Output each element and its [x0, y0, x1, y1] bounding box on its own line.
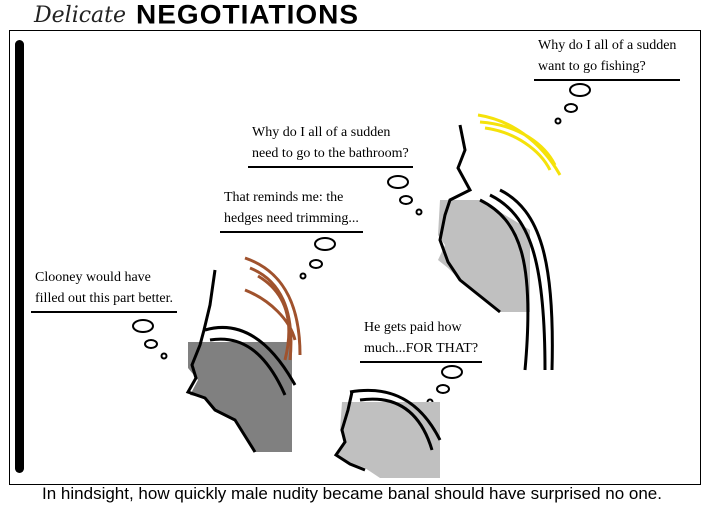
comic-panel	[9, 30, 701, 485]
thought-line: want to go fishing?	[538, 59, 646, 74]
thought-line: filled out this part better.	[35, 291, 174, 306]
thought-line: Why do I all of a sudden	[538, 38, 677, 53]
caption: In hindsight, how quickly male nudity be…	[42, 484, 662, 503]
thought-line: much...FOR THAT?	[364, 341, 479, 356]
thought-line: Why do I all of a sudden	[252, 125, 391, 140]
thought-line: need to go to the bathroom?	[252, 146, 409, 161]
comic-title: Delicate NEGOTIATIONS	[34, 0, 359, 30]
head-bottom	[333, 388, 442, 478]
thought-line: Clooney would have	[35, 270, 151, 285]
head-left	[185, 256, 302, 453]
thought-line: He gets paid how	[364, 320, 462, 335]
title-script: Delicate	[34, 2, 127, 28]
thought-line: That reminds me: the	[224, 190, 344, 205]
thought-bathroom: Why do I all of a sudden need to go to t…	[248, 122, 413, 168]
thought-paid: He gets paid how much...FOR THAT?	[360, 317, 483, 363]
thought-clooney: Clooney would have filled out this part …	[31, 267, 178, 313]
thought-line: hedges need trimming...	[224, 211, 359, 226]
thought-bubbles	[132, 83, 591, 406]
head-top-right	[438, 113, 562, 371]
title-bold: NEGOTIATIONS	[136, 0, 360, 30]
thought-fishing: Why do I all of a sudden want to go fish…	[534, 35, 681, 81]
thought-hedges: That reminds me: the hedges need trimmin…	[220, 187, 363, 233]
vertical-bar	[15, 40, 24, 473]
